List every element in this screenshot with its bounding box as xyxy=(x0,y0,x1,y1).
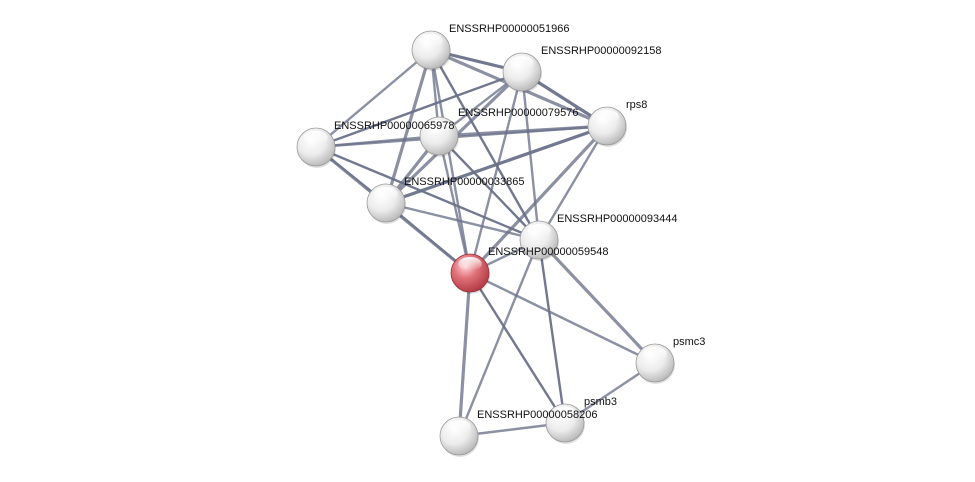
node-n59548[interactable]: ENSSRHP00000059548 xyxy=(450,246,608,294)
node-label: ENSSRHP00000092158 xyxy=(541,45,661,57)
node-label: rps8 xyxy=(626,99,647,111)
edge-n93444-n58206 xyxy=(457,238,541,438)
node-highlight xyxy=(643,347,667,361)
node-label: ENSSRHP00000033865 xyxy=(404,176,524,188)
node-highlight xyxy=(427,120,451,134)
edge-n92158-n59548 xyxy=(468,70,524,275)
node-n79576[interactable]: ENSSRHP00000079576 xyxy=(419,107,578,157)
node-label: ENSSRHP00000051966 xyxy=(449,23,569,35)
edge-n59548-psmb3 xyxy=(468,271,567,425)
node-highlight xyxy=(458,257,482,271)
edge-n51966-n65978 xyxy=(314,48,433,149)
edge-n65978-n93444 xyxy=(314,145,541,242)
edge-n79576-rps8 xyxy=(437,124,609,138)
node-highlight xyxy=(553,407,577,421)
nodes-layer: ENSSRHP00000051966ENSSRHP00000092158ENSS… xyxy=(296,23,705,457)
edge-n33865-n93444 xyxy=(384,201,541,242)
node-rps8[interactable]: rps8 xyxy=(587,99,647,147)
node-label: ENSSRHP00000065978 xyxy=(334,120,454,132)
edge-n92158-n65978 xyxy=(314,70,524,149)
node-label: ENSSRHP00000059548 xyxy=(488,246,608,258)
node-highlight xyxy=(595,110,619,124)
edge-n93444-psmc3 xyxy=(537,238,657,365)
node-highlight xyxy=(527,224,551,238)
edge-n59548-n58206 xyxy=(457,271,472,438)
edge-n93444-rps8 xyxy=(537,124,609,242)
edge-n93444-psmb3 xyxy=(537,238,567,425)
node-psmb3[interactable]: psmb3 xyxy=(545,396,617,444)
edge-n59548-psmc3 xyxy=(468,271,657,365)
edge-n79576-n93444 xyxy=(437,134,541,242)
edge-n33865-rps8 xyxy=(384,124,609,205)
node-highlight xyxy=(447,420,471,434)
node-highlight xyxy=(510,56,534,70)
edge-n51966-n93444 xyxy=(429,48,541,242)
node-label: ENSSRHP00000079576 xyxy=(458,107,578,119)
node-psmc3[interactable]: psmc3 xyxy=(635,336,705,384)
node-label: psmc3 xyxy=(673,336,705,348)
node-label: ENSSRHP00000093444 xyxy=(557,213,677,225)
node-highlight xyxy=(374,187,398,201)
edge-n51966-n59548 xyxy=(429,48,472,275)
node-n51966[interactable]: ENSSRHP00000051966 xyxy=(411,23,569,71)
node-label: psmb3 xyxy=(584,396,617,408)
edge-n59548-rps8 xyxy=(468,124,609,275)
node-highlight xyxy=(304,131,328,145)
node-n93444[interactable]: ENSSRHP00000093444 xyxy=(519,213,677,261)
node-n33865[interactable]: ENSSRHP00000033865 xyxy=(366,176,524,224)
node-highlight xyxy=(419,34,443,48)
edge-n92158-n93444 xyxy=(520,70,541,242)
edge-n51966-n33865 xyxy=(384,48,433,205)
node-n58206[interactable]: ENSSRHP00000058206 xyxy=(439,409,597,457)
node-n65978[interactable]: ENSSRHP00000065978 xyxy=(296,120,454,168)
node-label: ENSSRHP00000058206 xyxy=(477,409,597,421)
node-n92158[interactable]: ENSSRHP00000092158 xyxy=(502,45,661,93)
edge-n79576-n59548 xyxy=(437,134,472,275)
